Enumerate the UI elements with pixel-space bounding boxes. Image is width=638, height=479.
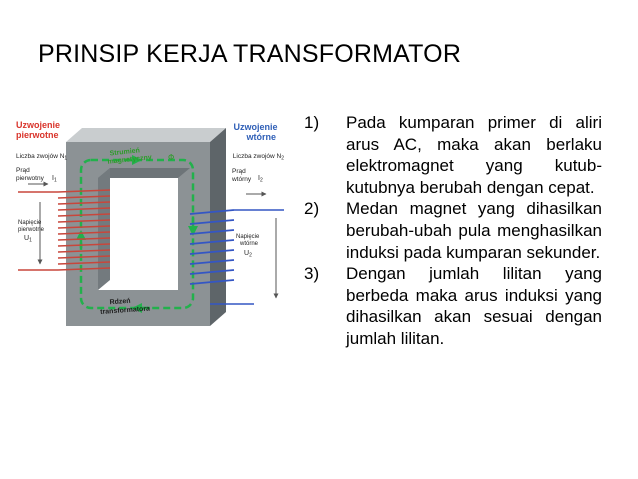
primary-voltage-label: Napięcie pierwotne — [18, 220, 45, 233]
list-item-text: Pada kumparan primer di aliri arus AC, m… — [346, 113, 602, 197]
secondary-voltage-label: Napięcie wtórne — [236, 234, 261, 247]
list-item-text: Dengan jumlah lilitan yang berbeda maka … — [346, 264, 602, 348]
core-side-face — [210, 128, 226, 326]
list-item-text: Medan magnet yang dihasilkan berubah-uba… — [346, 199, 602, 262]
primary-turns-label: Liczba zwojów N1 — [16, 153, 67, 162]
list-item: 2) Medan magnet yang dihasilkan berubah-… — [304, 198, 602, 263]
core-label: Rdzeń transformatora — [99, 297, 150, 316]
core-window-depth-top — [98, 168, 190, 178]
core-window-depth-left — [98, 168, 110, 290]
primary-current-symbol: I1 — [52, 175, 57, 184]
primary-current-label: Prąd pierwotny — [16, 167, 45, 182]
secondary-winding-label: Uzwojenie wtórne — [233, 122, 280, 142]
transformer-svg: Uzwojenie pierwotne Liczba zwojów N1 Prą… — [16, 120, 284, 326]
list-item-number: 2) — [304, 199, 320, 219]
secondary-current-symbol: I2 — [258, 175, 263, 184]
list-item: 1) Pada kumparan primer di aliri arus AC… — [304, 112, 602, 198]
primary-voltage-symbol: U1 — [24, 235, 32, 244]
list-item-number: 3) — [304, 264, 320, 284]
list-item-number: 1) — [304, 113, 320, 132]
core-front-face — [66, 142, 210, 326]
flux-label: Strumień magnetyczny — [106, 146, 152, 166]
primary-winding-label: Uzwojenie pierwotne — [16, 120, 63, 140]
list-item: 3) Dengan jumlah lilitan yang berbeda ma… — [304, 263, 602, 349]
secondary-turns-label: Liczba zwojów N2 — [233, 153, 284, 162]
secondary-voltage-symbol: U2 — [244, 250, 252, 259]
transformer-diagram: Uzwojenie pierwotne Liczba zwojów N1 Prą… — [14, 118, 286, 348]
flux-symbol: Φ — [168, 153, 174, 162]
primary-coil — [57, 189, 111, 271]
secondary-coil — [189, 209, 235, 285]
slide-title: PRINSIP KERJA TRANSFORMATOR — [38, 40, 462, 68]
secondary-current-label: Prąd wtórny — [231, 168, 252, 183]
explanation-list: 1) Pada kumparan primer di aliri arus AC… — [304, 112, 602, 350]
core-top-face — [66, 128, 226, 142]
